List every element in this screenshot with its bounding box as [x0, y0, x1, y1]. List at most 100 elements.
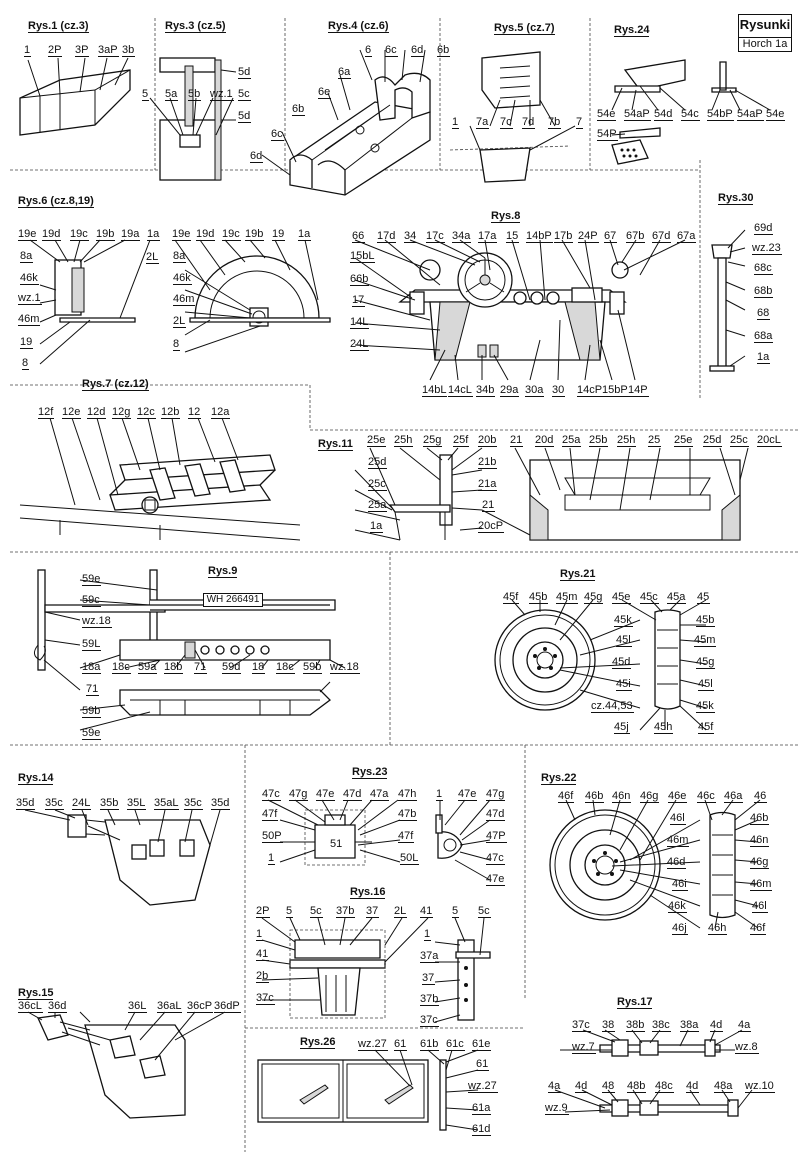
callout-label: 19b	[245, 228, 265, 241]
callout-label: 6c	[271, 128, 284, 141]
fig-title-rys24: Rys.24	[614, 24, 650, 37]
callout-label: 68c	[754, 262, 773, 275]
callout-label: 24L	[72, 797, 92, 810]
callout-label: 14bL	[422, 384, 448, 397]
callout-label: 19a	[121, 228, 141, 241]
fig-title-rys6: Rys.6 (cz.8,19)	[18, 195, 94, 208]
callout-label: 14cP	[577, 384, 604, 397]
callout-label: wz.9	[545, 1102, 569, 1115]
callout-label: 5	[452, 905, 460, 918]
callout-label: 2b	[256, 970, 270, 983]
callout-label: 37	[422, 972, 436, 985]
callout-label: 25d	[703, 434, 723, 447]
callout-label: 47d	[486, 808, 506, 821]
callout-label: 47e	[316, 788, 336, 801]
callout-label: 7d	[522, 116, 536, 129]
callout-label: 19c	[222, 228, 241, 241]
callout-label: 5c	[310, 905, 323, 918]
fig-title-rys7: Rys.7 (cz.12)	[82, 378, 149, 391]
callout-label: 54c	[681, 108, 700, 121]
rys8-drawing	[354, 239, 686, 381]
callout-label: 48c	[655, 1080, 674, 1093]
callout-label: 19	[272, 228, 286, 241]
fig-title-rys1: Rys.1 (cz.3)	[28, 20, 89, 33]
callout-label: 61a	[472, 1102, 492, 1115]
callout-label: 35c	[45, 797, 64, 810]
callout-label: 5c	[478, 905, 491, 918]
fig-title-rys17: Rys.17	[617, 996, 653, 1009]
callout-label: 1	[268, 852, 276, 865]
callout-label: 25h	[394, 434, 414, 447]
callout-label: 2L	[394, 905, 408, 918]
callout-label: 1	[424, 928, 432, 941]
callout-label: 20b	[478, 434, 498, 447]
callout-label: 38b	[626, 1019, 646, 1032]
callout-label: 34b	[476, 384, 496, 397]
callout-label: 21a	[478, 478, 498, 491]
callout-label: 36dP	[214, 1000, 241, 1013]
rys17-drawing	[554, 1029, 753, 1117]
callout-label: 45b	[696, 614, 716, 627]
callout-label: 45g	[584, 591, 604, 604]
callout-label: 8	[173, 338, 181, 351]
callout-label: 46	[754, 790, 768, 803]
callout-label: 4a	[548, 1080, 562, 1093]
callout-label: 46l	[670, 812, 686, 825]
callout-label: 37	[366, 905, 380, 918]
callout-label: 67	[604, 230, 618, 243]
callout-label: 45f	[503, 591, 520, 604]
callout-label: 59L	[82, 638, 102, 651]
callout-label: 19	[20, 336, 34, 349]
callout-label: 46e	[668, 790, 688, 803]
callout-label: 1	[256, 928, 264, 941]
callout-label: 47P	[486, 830, 507, 843]
callout-label: 4d	[710, 1019, 724, 1032]
callout-label: 61e	[472, 1038, 492, 1051]
callout-label: wz.1	[210, 88, 234, 101]
callout-label: wz.18	[330, 661, 360, 674]
callout-label: 59e	[82, 727, 102, 740]
callout-label: 47e	[486, 873, 506, 886]
callout-label: 36cP	[187, 1000, 214, 1013]
callout-label: 18	[252, 661, 266, 674]
callout-label: 19d	[196, 228, 216, 241]
callout-label: 5b	[188, 88, 202, 101]
callout-label: 6b	[437, 44, 451, 57]
rys22-drawing	[549, 799, 761, 929]
callout-label: 6c	[385, 44, 398, 57]
callout-label: 47e	[458, 788, 478, 801]
callout-label: 25c	[368, 478, 387, 491]
callout-label: 59a	[138, 661, 158, 674]
fig-title-rys21: Rys.21	[560, 568, 596, 581]
sheet-subtitle: Horch 1a	[739, 37, 791, 50]
callout-label: 45h	[654, 721, 674, 734]
rys16-drawing	[261, 917, 491, 1023]
rys4-drawing	[261, 49, 431, 196]
callout-label: 17a	[478, 230, 498, 243]
callout-label: 46m	[750, 878, 773, 891]
callout-label: 25b	[589, 434, 609, 447]
fig-title-rys22: Rys.22	[541, 772, 577, 785]
callout-label: 71	[194, 661, 208, 674]
callout-label: 54d	[654, 108, 674, 121]
callout-label: 12g	[112, 406, 132, 419]
callout-label: 6e	[318, 86, 332, 99]
fig-title-rys3: Rys.3 (cz.5)	[165, 20, 226, 33]
callout-label: 4a	[738, 1019, 752, 1032]
callout-label: wz.10	[745, 1080, 775, 1093]
callout-label: 36d	[48, 1000, 68, 1013]
callout-label: 1	[452, 116, 460, 129]
fig-title-rys11: Rys.11	[318, 438, 353, 451]
callout-label: 51	[330, 838, 343, 850]
callout-label: 35b	[100, 797, 120, 810]
fig-title-rys15: Rys.15	[18, 987, 54, 1000]
callout-label: 46m	[667, 834, 690, 847]
callout-label: 50L	[400, 852, 420, 865]
callout-label: 5d	[238, 110, 252, 123]
rys11-drawing	[354, 447, 749, 541]
callout-label: 5c	[238, 88, 251, 101]
callout-label: 46m	[18, 313, 41, 326]
callout-label: 47f	[262, 808, 279, 821]
